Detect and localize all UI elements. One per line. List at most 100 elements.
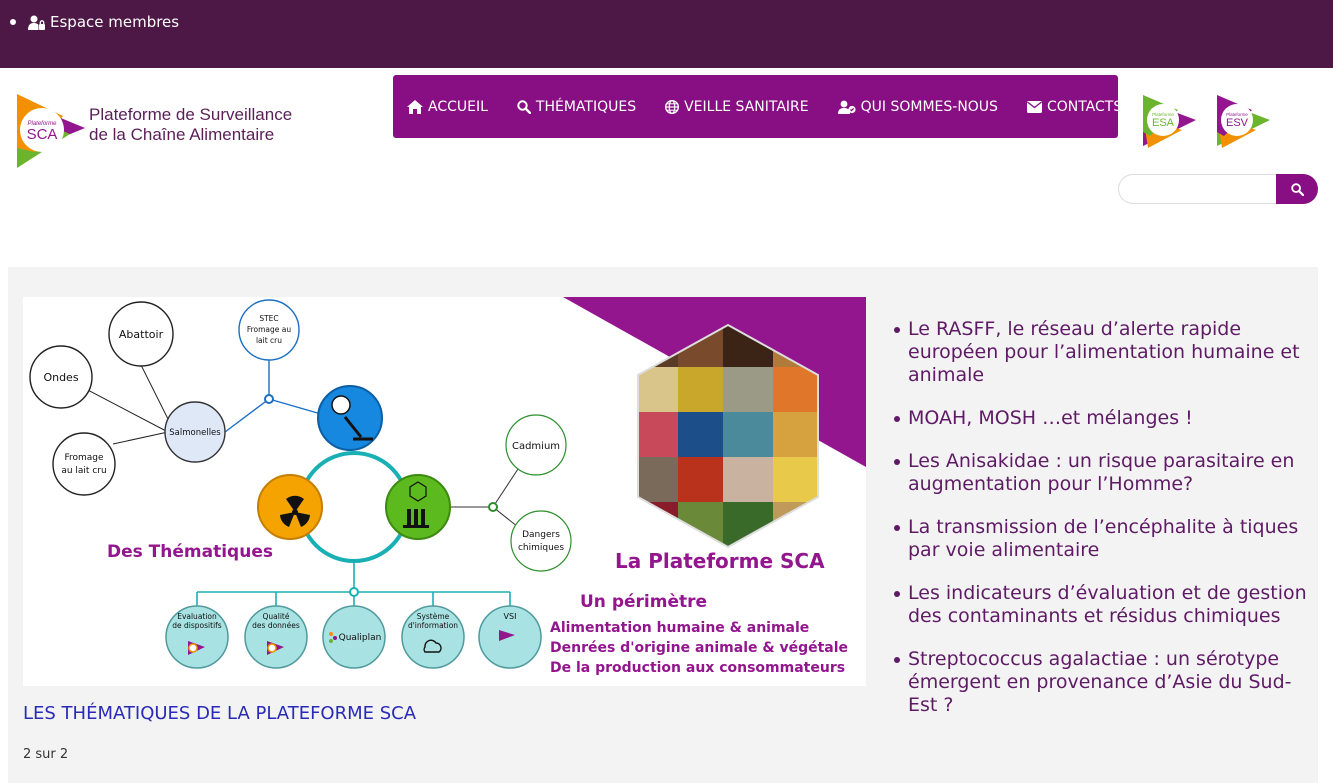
nav-label: VEILLE SANITAIRE (684, 98, 809, 115)
envelope-icon (1026, 100, 1042, 113)
news-link[interactable]: La transmission de l’encéphalite à tique… (908, 516, 1299, 561)
node-evaluation (165, 605, 229, 669)
news-link[interactable]: Les Anisakidae : un risque parasitaire e… (908, 450, 1295, 495)
banner-perimetre-line-1: Alimentation humaine & animale (550, 620, 809, 636)
node-salmonelles (164, 401, 226, 463)
node-qualite-label-1: Qualité (263, 612, 290, 621)
node-stec (238, 299, 300, 361)
home-icon (407, 99, 423, 114)
list-item[interactable]: Streptococcus agalactiae : un sérotype é… (894, 648, 1308, 717)
user-lock-icon (28, 15, 45, 30)
news-link[interactable]: Streptococcus agalactiae : un sérotype é… (908, 648, 1292, 716)
logo-badge-text: SCA (27, 126, 58, 143)
esa-badge-top: Plateforme (1152, 112, 1174, 117)
node-qualite (244, 605, 308, 669)
node-stec-label-1: STEC (259, 314, 278, 323)
small-logo-icon (188, 630, 515, 655)
node-qualiplan (322, 605, 386, 669)
news-link[interactable]: Les indicateurs d’évaluation et de gesti… (908, 582, 1307, 627)
banner-perimetre-line-3: De la production aux consommateurs (550, 660, 845, 676)
banner-thematiques-label: Des Thématiques (107, 542, 273, 562)
nav-label: THÉMATIQUES (535, 98, 637, 115)
esv-badge-icon[interactable]: Plateforme ESV (1214, 92, 1272, 150)
logo-badge-top: Plateforme (27, 121, 57, 127)
diagram-blue-links (224, 357, 322, 433)
esv-badge-top: Plateforme (1226, 112, 1248, 117)
node-dangers (510, 510, 572, 572)
search-button[interactable] (1276, 174, 1318, 204)
list-item[interactable]: Les indicateurs d’évaluation et de gesti… (894, 582, 1308, 628)
nav-label: ACCUEIL (428, 98, 488, 115)
search-box (1118, 174, 1318, 204)
chemistry-icon (385, 474, 451, 540)
globe-icon (665, 99, 680, 114)
list-item[interactable]: Le RASFF, le réseau d’alerte rapide euro… (894, 318, 1308, 387)
list-item[interactable]: Les Anisakidae : un risque parasitaire e… (894, 450, 1308, 496)
node-fromage (52, 432, 116, 496)
banner-illustration: Abattoir Ondes STEC Fromage au lait cru … (29, 297, 866, 676)
node-evaluation-label-2: de dispositifs (172, 621, 222, 630)
site-logo[interactable]: Plateforme SCA Plateforme de Surveillanc… (15, 92, 315, 172)
logo-text: Plateforme de Surveillance de la Chaîne … (89, 105, 292, 145)
slider-pager: 2 sur 2 (23, 747, 69, 762)
node-stec-label-3: lait cru (256, 336, 282, 345)
news-list: Le RASFF, le réseau d’alerte rapide euro… (894, 318, 1308, 737)
esa-badge-label: ESA (1152, 117, 1175, 129)
node-ondes (29, 345, 93, 409)
nav-label: QUI SOMMES-NOUS (860, 98, 998, 115)
member-area-label: Espace membres (50, 13, 180, 31)
nav-label: CONTACTS (1046, 98, 1123, 115)
nav-item-accueil[interactable]: ACCUEIL (407, 99, 488, 115)
node-dangers-label-2: chimiques (518, 543, 564, 553)
list-bullet (10, 19, 16, 25)
node-abattoir (108, 301, 174, 367)
node-dangers-label-1: Dangers (522, 530, 560, 540)
node-ondes-label: Ondes (43, 371, 78, 384)
search-icon (517, 99, 531, 114)
news-link[interactable]: MOAH, MOSH …et mélanges ! (908, 407, 1193, 429)
thematiques-banner[interactable]: Abattoir Ondes STEC Fromage au lait cru … (23, 297, 866, 686)
node-abattoir-label: Abattoir (119, 328, 164, 341)
node-evaluation-label-1: Evaluation (177, 612, 217, 621)
microbiology-icon (317, 385, 383, 451)
nav-item-qui-sommes-nous[interactable]: QUI SOMMES-NOUS (837, 98, 998, 115)
banner-perimetre-line-2: Denrées d'origine animale & végétale (550, 640, 848, 656)
banner-perimetre-title: Un périmètre (580, 592, 707, 612)
top-bar: Espace membres (0, 0, 1333, 68)
nav-item-thematiques[interactable]: THÉMATIQUES (517, 99, 636, 115)
nav-item-contacts[interactable]: CONTACTS (1026, 98, 1123, 115)
banner-platform-title: La Plateforme SCA (615, 549, 825, 573)
node-systeme-label-2: d'information (408, 621, 458, 630)
node-systeme-label-1: Système (417, 612, 450, 621)
esv-badge-label: ESV (1226, 117, 1249, 129)
node-vsi-label: VSI (504, 612, 517, 621)
article-title-link[interactable]: LES THÉMATIQUES DE LA PLATEFORME SCA (23, 703, 417, 724)
list-item[interactable]: MOAH, MOSH …et mélanges ! (894, 407, 1308, 430)
node-cadmium (505, 414, 567, 476)
node-qualite-label-2: des données (252, 621, 300, 630)
nav-item-veille-sanitaire[interactable]: VEILLE SANITAIRE (665, 99, 809, 115)
search-icon (1290, 182, 1304, 196)
news-link[interactable]: Le RASFF, le réseau d’alerte rapide euro… (908, 318, 1300, 386)
node-fromage-label-2: au lait cru (61, 466, 106, 476)
logo-line-2: de la Chaîne Alimentaire (89, 125, 275, 144)
logo-line-1: Plateforme de Surveillance (89, 105, 293, 124)
main-nav: ACCUEIL THÉMATIQUES VEILLE SANITAIRE QUI… (393, 75, 1122, 138)
node-qualiplan-label: Qualiplan (339, 633, 382, 643)
member-area-link[interactable]: Espace membres (10, 13, 179, 31)
users-icon (837, 100, 856, 114)
search-input[interactable] (1118, 174, 1276, 204)
node-salmonelles-label: Salmonelles (169, 428, 221, 438)
radiation-icon (257, 474, 323, 540)
node-fromage-label-1: Fromage (64, 453, 104, 463)
node-systeme (401, 605, 465, 669)
sca-logo-icon: Plateforme SCA (17, 94, 85, 168)
node-stec-label-2: Fromage au (247, 325, 292, 334)
list-item[interactable]: La transmission de l’encéphalite à tique… (894, 516, 1308, 562)
diagram-right-links (451, 468, 519, 528)
node-cadmium-label: Cadmium (512, 441, 560, 452)
node-vsi (478, 605, 542, 669)
esa-badge-icon[interactable]: Plateforme ESA (1140, 92, 1198, 150)
main-content: Abattoir Ondes STEC Fromage au lait cru … (8, 267, 1318, 783)
diagram-bottom-links (196, 561, 511, 607)
